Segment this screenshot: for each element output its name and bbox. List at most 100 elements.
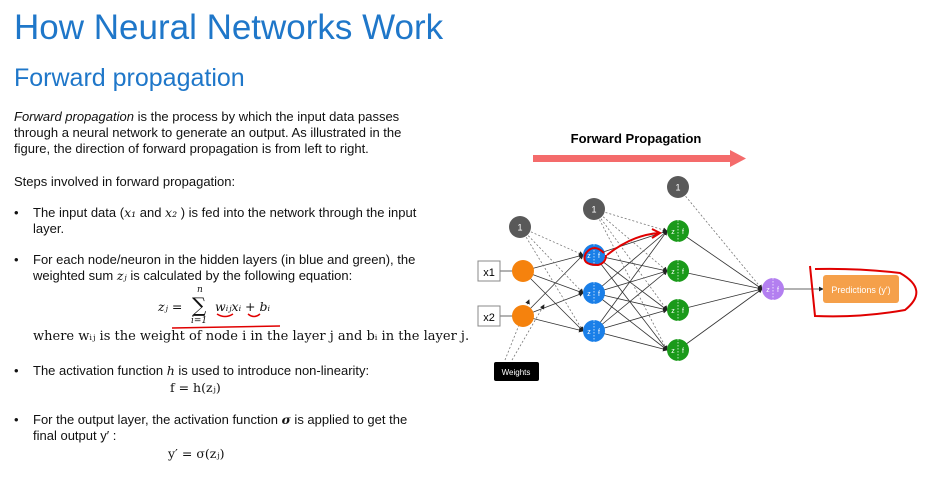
z-label: z	[587, 329, 591, 336]
weight-edge	[593, 229, 668, 256]
eq-upper: n	[197, 285, 203, 295]
text: The activation function	[33, 363, 167, 378]
weight-edge	[522, 254, 584, 317]
f-label: f	[682, 308, 684, 315]
weight-edge	[593, 330, 668, 352]
intro-term: Forward propagation	[14, 109, 134, 124]
text: ) is fed into the network through the in…	[33, 205, 417, 236]
intro-text: is the process by which the input data p…	[14, 109, 402, 156]
input-node	[512, 260, 534, 282]
text: For each node/neuron in the hidden layer…	[33, 252, 416, 283]
input-node	[512, 305, 534, 327]
z-label: z	[671, 308, 675, 315]
math-zj: zⱼ	[116, 268, 127, 283]
bias-node: 1	[509, 216, 531, 238]
weight-edge	[677, 270, 763, 291]
text: is applied to get the final output y′ :	[33, 412, 408, 443]
input-label: x1	[483, 267, 495, 279]
bullet-item-2: For each node/neuron in the hidden layer…	[33, 252, 433, 284]
diagram-title: Forward Propagation	[571, 131, 702, 146]
bias-label: 1	[675, 183, 680, 193]
bullet-item-4: For the output layer, the activation fun…	[33, 412, 433, 444]
steps-heading: Steps involved in forward propagation:	[14, 174, 236, 189]
bullet: •	[14, 205, 19, 220]
activation-equation: f = h(zⱼ)	[170, 380, 221, 395]
bias-label: 1	[517, 223, 522, 233]
weights-label: Weights	[494, 362, 539, 381]
math-h: h	[166, 363, 175, 378]
f-label: f	[598, 253, 600, 260]
section-subtitle: Forward propagation	[14, 64, 245, 92]
math-x2: x₂	[165, 205, 178, 220]
z-label: z	[671, 348, 675, 355]
bias-node: 1	[667, 176, 689, 198]
z-label: z	[671, 229, 675, 236]
input-box-x2: x2	[477, 305, 501, 327]
weight-edge	[593, 254, 668, 351]
weight-edge	[677, 288, 763, 351]
f-label: f	[777, 287, 779, 294]
forward-arrow	[533, 150, 746, 167]
weight-edge	[522, 270, 584, 332]
text: The input data (	[33, 205, 125, 220]
text: is calculated by the following equation:	[126, 268, 353, 283]
weight-edge	[593, 270, 668, 332]
where-text: where wᵢⱼ is the weight of node i in the…	[33, 329, 470, 344]
bias-label: 1	[591, 205, 596, 215]
input-box-x1: x1	[477, 260, 501, 282]
intro-paragraph: Forward propagation is the process by wh…	[14, 109, 434, 157]
bias-edge	[519, 226, 584, 332]
bullet: •	[14, 412, 19, 427]
bias-edge	[519, 226, 584, 294]
input-label: x2	[483, 312, 495, 324]
predictions-box: Predictions (y')	[823, 275, 899, 303]
f-label: f	[598, 291, 600, 298]
sigma-sum: ∑	[192, 293, 207, 317]
red-annotation-underline	[171, 313, 281, 329]
bullet-item-3: The activation function h is used to int…	[33, 363, 433, 379]
math-sigma: σ	[281, 412, 291, 427]
weight-edge	[593, 269, 668, 294]
bias-node: 1	[583, 198, 605, 220]
bias-edge	[593, 208, 668, 351]
z-label: z	[766, 287, 770, 294]
text: is used to introduce non-linearity:	[174, 363, 370, 378]
predictions-text: Predictions (y')	[831, 285, 890, 295]
bullet-item-1: The input data (x₁ and x₂ ) is fed into …	[33, 205, 433, 237]
f-label: f	[682, 229, 684, 236]
bias-edge	[593, 208, 668, 233]
weight-edge	[593, 254, 668, 311]
z-label: z	[587, 253, 591, 260]
output-equation: y′ = σ(zⱼ)	[168, 446, 225, 461]
bias-edge	[511, 304, 545, 361]
page-title: How Neural Networks Work	[14, 8, 444, 47]
math-x1: x₁	[124, 205, 137, 220]
weights-text: Weights	[502, 368, 531, 377]
eq-lhs: zⱼ =	[158, 299, 183, 314]
text: For the output layer, the activation fun…	[33, 412, 282, 427]
red-annotation	[583, 228, 918, 318]
f-label: f	[598, 329, 600, 336]
eq-lower: i=1	[191, 316, 208, 326]
weight-edge	[593, 308, 668, 332]
z-label: z	[587, 291, 591, 298]
weight-edge	[677, 287, 763, 311]
bias-edge	[593, 208, 668, 311]
f-label: f	[682, 269, 684, 276]
eq-rhs: wᵢⱼxᵢ + bᵢ	[215, 299, 271, 314]
bullet: •	[14, 363, 19, 378]
z-label: z	[671, 269, 675, 276]
weight-edge	[593, 230, 668, 294]
weight-edge	[593, 230, 668, 332]
bullet: •	[14, 252, 19, 267]
text: and	[136, 205, 166, 220]
weight-edge	[593, 292, 668, 351]
sum-equation: zⱼ = n ∑ i=1 wᵢⱼxᵢ + bᵢ	[158, 285, 308, 327]
